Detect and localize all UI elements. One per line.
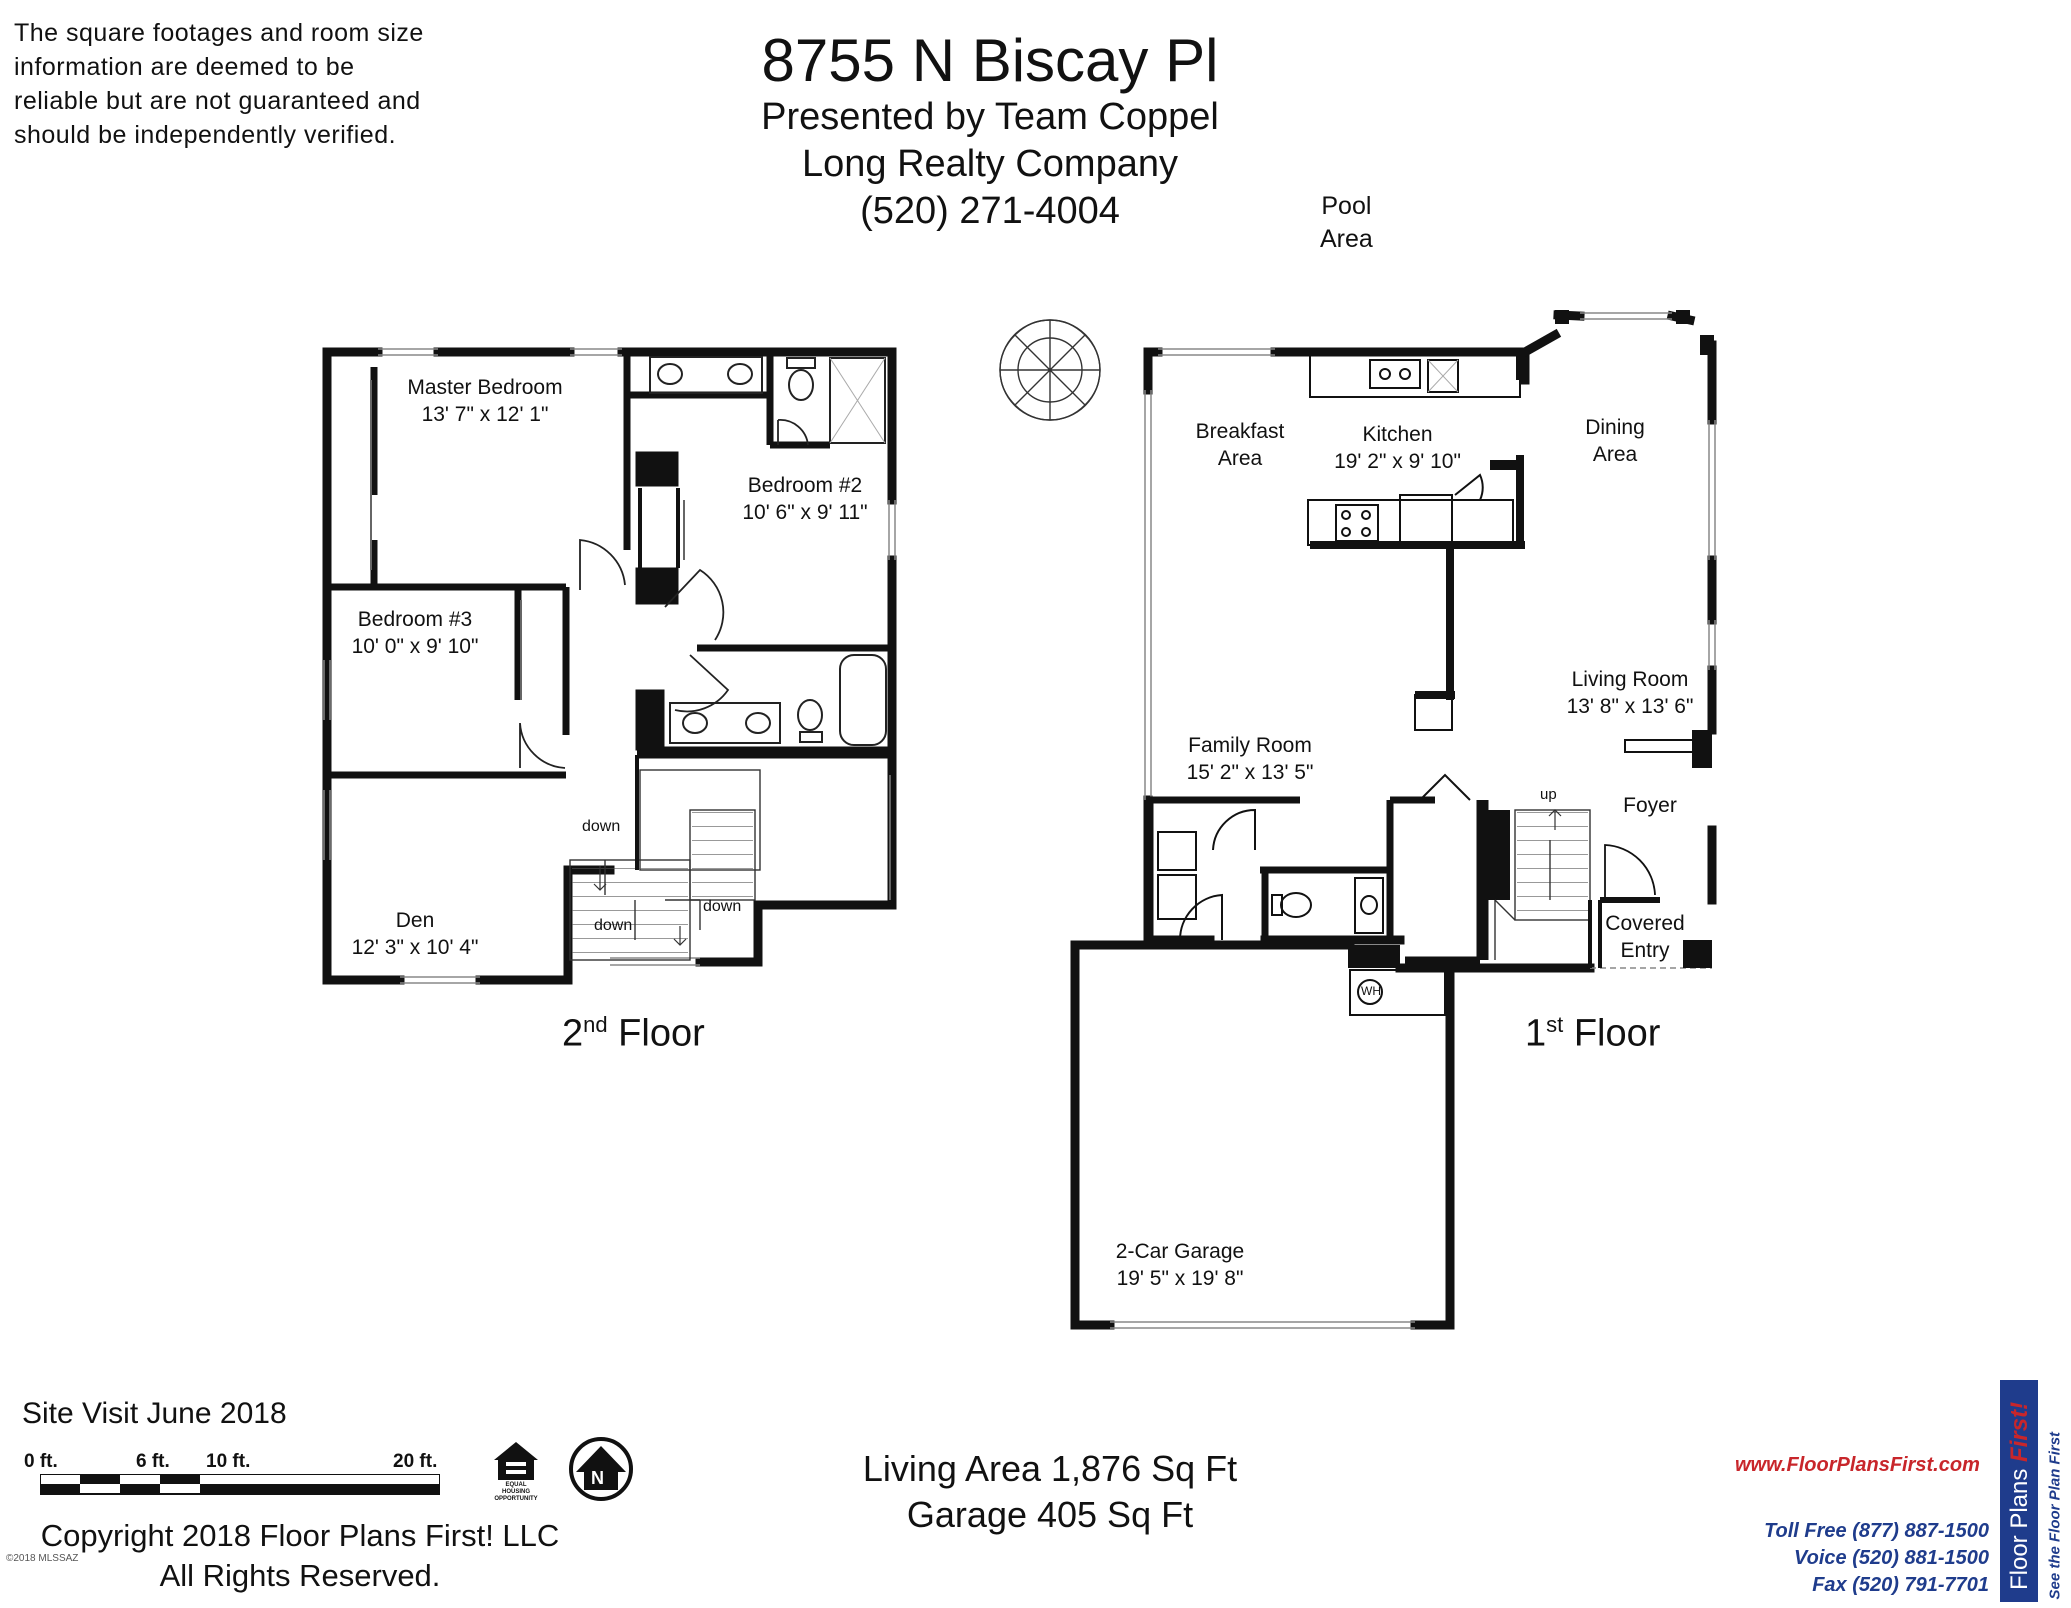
area-summary: Living Area 1,876 Sq Ft Garage 405 Sq Ft [760,1446,1340,1538]
equal-housing-line: HOUSING [501,1489,530,1495]
room-size: 12' 3" x 10' 4" [351,936,479,959]
north-arrow-icon [569,1437,633,1501]
presented-by: Presented by Team Coppel [761,96,1219,138]
den-label: Den 12' 3" x 10' 4" [350,907,480,961]
living-area: Living Area 1,876 Sq Ft [862,1448,1238,1489]
website-link[interactable]: www.FloorPlansFirst.com [1735,1454,1980,1476]
floor-word: Floor [607,1012,705,1055]
copyright-line: All Rights Reserved. [159,1558,441,1593]
logo-bar [2000,1380,2038,1602]
logo-tagline: See the Floor Plan First [2046,1431,2064,1600]
water-heater-label: WH [1361,984,1381,998]
stair-label: down [703,898,742,915]
room-name: Entry [1620,939,1670,962]
foyer-label: Foyer [1615,792,1685,819]
breakfast-area-label: Breakfast Area [1180,418,1300,472]
floor-word: Floor [1563,1012,1661,1055]
logo-text: Floor Plans First! [2006,1390,2034,1590]
room-name: Area [1592,443,1638,466]
scale-label: 6 ft. [136,1451,170,1472]
room-name: 2-Car Garage [1115,1240,1245,1263]
stair-label: down [582,818,621,835]
bedroom2-label: Bedroom #2 10' 6" x 9' 11" [735,472,875,526]
room-name: Bedroom #2 [747,474,863,497]
covered-entry-label: Covered Entry [1600,910,1690,964]
toll-free-phone: Toll Free (877) 887-1500 [1764,1520,1989,1542]
room-name: Kitchen [1362,423,1433,446]
room-name: Family Room [1188,734,1312,757]
voice-phone: Voice (520) 881-1500 [1794,1547,1989,1569]
property-address: 8755 N Biscay Pl [761,27,1219,94]
living-room-label: Living Room 13' 8" x 13' 6" [1555,666,1705,720]
company-name: Long Realty Company [802,143,1178,185]
room-size: 15' 2" x 13' 5" [1186,761,1314,784]
room-name: Foyer [1623,794,1677,817]
disclaimer-line: should be independently verified. [14,121,397,149]
garage-area: Garage 405 Sq Ft [906,1494,1194,1535]
copyright: Copyright 2018 Floor Plans First! LLC Al… [20,1516,580,1596]
floor-number: 1 [1525,1012,1547,1055]
dining-area-label: Dining Area [1560,414,1670,468]
room-size: 19' 5" x 19' 8" [1116,1267,1244,1290]
room-name: Living Room [1571,668,1689,691]
site-visit-date: Site Visit June 2018 [22,1397,287,1430]
stair-label: up [1540,786,1557,803]
first-floor-plan [999,310,1717,1330]
master-bedroom-label: Master Bedroom 13' 7" x 12' 1" [400,374,570,428]
room-size: 10' 6" x 9' 11" [742,501,868,524]
contact-phones: Toll Free (877) 887-1500 Voice (520) 881… [1764,1518,1989,1599]
scale-bar [40,1474,440,1495]
kitchen-label: Kitchen 19' 2" x 9' 10" [1320,421,1475,475]
mls-mark: ©2018 MLSSAZ [6,1553,79,1564]
room-name: Den [395,909,435,932]
room-name: Bedroom #3 [357,608,473,631]
logo-name: Floor Plans [2006,1468,2033,1590]
second-floor-label: 2nd Floor [562,1012,705,1056]
room-name: Area [1217,447,1263,470]
first-floor-label: 1st Floor [1525,1012,1660,1056]
room-name: Breakfast [1195,420,1285,443]
stair-label: down [594,917,633,934]
equal-housing-line: OPPORTUNITY [494,1496,538,1502]
disclaimer-line: The square footages and room size [14,19,424,47]
floor-ordinal: st [1546,1012,1564,1037]
disclaimer-text: The square footages and room size inform… [14,16,454,152]
floor-ordinal: nd [583,1012,608,1037]
north-letter: N [591,1468,604,1488]
floor-number: 2 [562,1012,584,1055]
garage-label: 2-Car Garage 19' 5" x 19' 8" [1105,1238,1255,1292]
bedroom3-label: Bedroom #3 10' 0" x 9' 10" [350,606,480,660]
room-name: Master Bedroom [407,376,563,399]
disclaimer-line: reliable but are not guaranteed and [14,87,421,115]
logo-text-wrap: Floor Plans First! [2000,1380,2038,1602]
equal-housing-icon [494,1442,538,1480]
copyright-line: Copyright 2018 Floor Plans First! LLC [40,1518,560,1553]
second-floor-plan [322,347,897,985]
agent-phone: (520) 271-4004 [860,190,1120,232]
room-name: Dining [1585,416,1645,439]
room-name: Covered [1605,912,1685,935]
fax-phone: Fax (520) 791-7701 [1812,1574,1989,1596]
tree-symbol [999,319,1101,421]
pool-area-line: Area [1320,225,1373,253]
scale-label: 20 ft. [393,1451,438,1472]
scale-label: 10 ft. [206,1451,251,1472]
equal-housing-line: EQUAL [505,1482,527,1488]
disclaimer-line: information are deemed to be [14,53,355,81]
pool-area-line: Pool [1321,192,1372,220]
room-size: 13' 7" x 12' 1" [421,403,549,426]
room-size: 13' 8" x 13' 6" [1566,695,1694,718]
equal-housing-text: EQUAL HOUSING OPPORTUNITY [488,1482,544,1503]
room-size: 10' 0" x 9' 10" [351,635,479,658]
family-room-label: Family Room 15' 2" x 13' 5" [1170,732,1330,786]
room-size: 19' 2" x 9' 10" [1334,450,1461,473]
scale-label: 0 ft. [24,1451,58,1472]
logo-tagline-wrap: See the Floor Plan First [2044,1380,2066,1602]
logo-script: First! [2006,1401,2033,1462]
pool-area-label: Pool Area [1320,190,1373,256]
